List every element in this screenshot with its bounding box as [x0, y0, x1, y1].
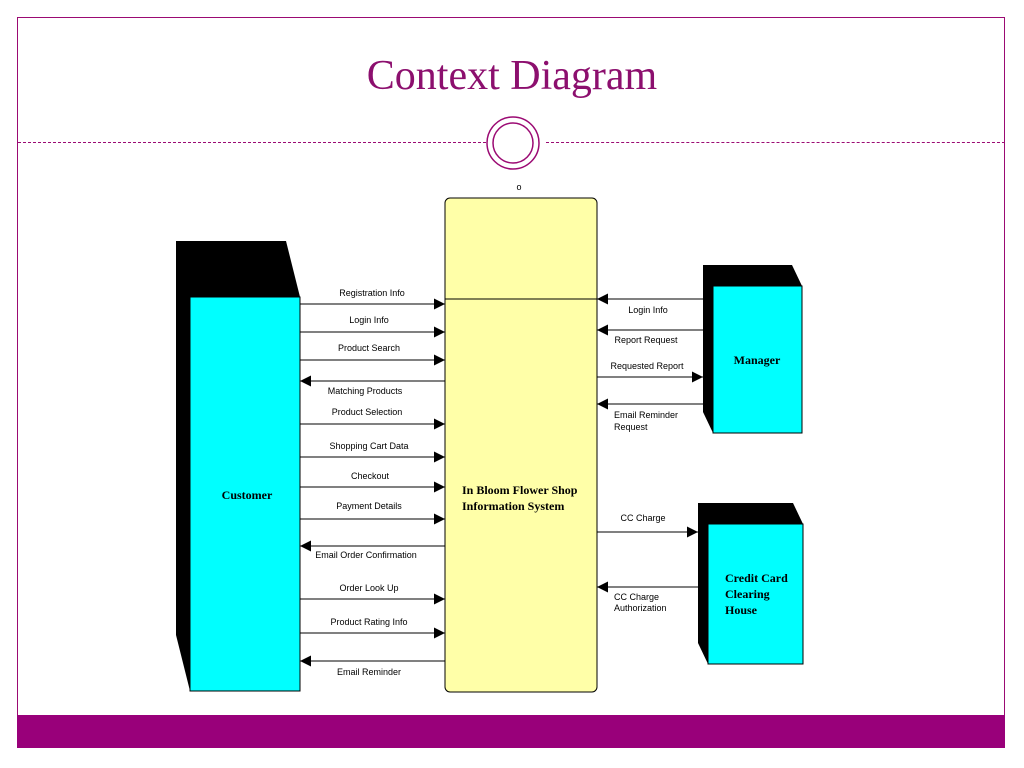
flow-label-email-reminder-request-line-1: Email Reminder — [614, 410, 678, 420]
flow-label-manager-login-info: Login Info — [628, 305, 668, 315]
flow-label-email-order-confirmation: Email Order Confirmation — [315, 550, 417, 560]
flow-label-cc-charge-authorization-line-1: CC Charge — [614, 592, 659, 602]
flow-label-checkout: Checkout — [351, 471, 390, 481]
manager-label: Manager — [734, 353, 781, 367]
flow-label-order-look-up: Order Look Up — [339, 583, 398, 593]
clearing-label-line-1: Credit Card — [725, 571, 788, 585]
flow-label-login-info: Login Info — [349, 315, 389, 325]
title-divider-left — [18, 142, 486, 143]
manager-entity: Manager — [703, 265, 803, 434]
divider-ornament-icon — [486, 116, 540, 170]
flow-label-email-reminder: Email Reminder — [337, 667, 401, 677]
customer-label: Customer — [222, 488, 273, 502]
flow-label-cc-charge: CC Charge — [620, 513, 665, 523]
slide-title: Context Diagram — [366, 53, 658, 99]
process-label-line-1: In Bloom Flower Shop — [462, 483, 578, 497]
flow-label-product-selection: Product Selection — [332, 407, 403, 417]
clearing-house-entity: Credit Card Clearing House — [698, 503, 804, 665]
flow-label-product-search: Product Search — [338, 343, 400, 353]
clearing-label-line-2: Clearing — [725, 587, 770, 601]
flow-label-requested-report: Requested Report — [610, 361, 684, 371]
flow-label-payment-details: Payment Details — [336, 501, 402, 511]
process-label-line-2: Information System — [462, 499, 564, 513]
flow-label-cc-charge-authorization-line-2: Authorization — [614, 603, 667, 613]
customer-entity: Customer — [176, 241, 301, 692]
title-divider-right — [546, 142, 1005, 143]
clearing-label-line-3: House — [725, 603, 758, 617]
flow-label-shopping-cart-data: Shopping Cart Data — [329, 441, 408, 451]
process-box — [444, 197, 598, 693]
flow-label-matching-products: Matching Products — [328, 386, 403, 396]
footer-bar — [17, 715, 1005, 748]
flow-label-product-rating-info: Product Rating Info — [330, 617, 407, 627]
small-mark: o — [516, 182, 521, 192]
flow-label-registration-info: Registration Info — [339, 288, 405, 298]
flow-label-report-request: Report Request — [614, 335, 678, 345]
flow-label-email-reminder-request-line-2: Request — [614, 422, 648, 432]
